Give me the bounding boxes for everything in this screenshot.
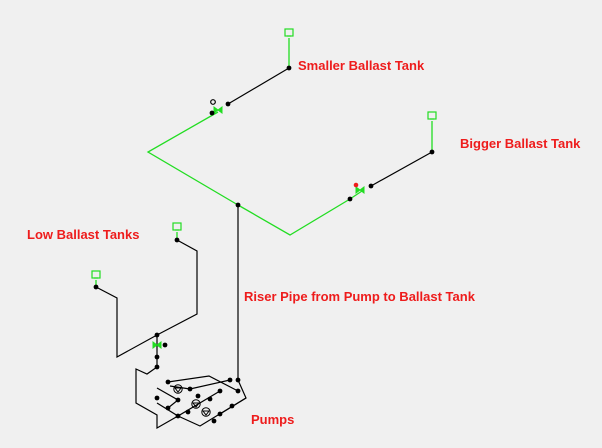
low-tank-left-pipe	[95, 286, 158, 359]
junction-node-icon	[195, 393, 201, 399]
pump-discharge-manifold	[219, 379, 247, 415]
junction-node-icon	[154, 332, 160, 338]
junction-node-icon	[187, 386, 193, 392]
junction-node-icon	[174, 237, 180, 243]
riser-to-smaller-tank-pipe	[146, 111, 239, 206]
inactive-pipe-network	[95, 67, 433, 430]
junction-node-icon	[235, 202, 241, 208]
valve-icon	[152, 341, 162, 349]
active-pipe-network	[95, 38, 433, 287]
valve-alarm-icon	[353, 182, 359, 188]
junction-node-icon	[217, 388, 223, 394]
junction-node-icon	[235, 377, 241, 383]
smaller-ballast-tank-label: Smaller Ballast Tank	[298, 58, 425, 73]
vent-group	[91, 28, 437, 279]
pump-frame-top-right	[167, 375, 239, 392]
junction-node-icon	[93, 284, 99, 290]
junction-node-icon	[154, 354, 160, 360]
junction-node-icon	[286, 65, 292, 71]
junction-node-icon	[175, 397, 181, 403]
valve-indicator-icon	[210, 99, 216, 105]
junction-node-icon	[235, 388, 241, 394]
junction-node-icon	[347, 196, 353, 202]
smaller-tank-pipe-segment	[227, 67, 290, 105]
valve-icon	[355, 186, 365, 194]
riser-to-bigger-tank-pipe	[237, 190, 363, 236]
bigger-ballast-tank-label: Bigger Ballast Tank	[460, 136, 581, 151]
junction-node-icon	[225, 101, 231, 107]
junction-node-icon	[368, 183, 374, 189]
pump-icon	[191, 399, 201, 409]
junction-node-icon	[209, 110, 215, 116]
vent-head-icon	[284, 28, 294, 37]
junction-node-icon	[207, 396, 213, 402]
low-ballast-tanks-label: Low Ballast Tanks	[27, 227, 140, 242]
valve-icon	[213, 106, 223, 114]
vent-head-icon	[172, 222, 182, 231]
junction-node-icon	[175, 413, 181, 419]
junction-node-icon	[154, 364, 160, 370]
node-group	[93, 65, 435, 424]
junction-node-icon	[429, 149, 435, 155]
pump-icon	[201, 407, 211, 417]
junction-node-icon	[185, 409, 191, 415]
junction-node-icon	[227, 377, 233, 383]
low-tank-right-pipe	[156, 239, 198, 336]
junction-node-icon	[229, 403, 235, 409]
pump-icon	[173, 384, 183, 394]
junction-node-icon	[165, 379, 171, 385]
junction-node-icon	[154, 395, 160, 401]
junction-node-icon	[217, 411, 223, 417]
junction-node-icon	[211, 418, 217, 424]
bigger-tank-pipe-segment	[370, 151, 433, 187]
junction-node-icon	[162, 342, 168, 348]
riser-pipe-label: Riser Pipe from Pump to Ballast Tank	[244, 289, 475, 304]
pump-suction-manifold	[135, 366, 179, 430]
pumps-label: Pumps	[251, 412, 295, 427]
vent-head-icon	[427, 111, 437, 120]
valve-group	[152, 99, 365, 349]
junction-node-icon	[165, 405, 171, 411]
pump-group	[173, 384, 211, 417]
vent-head-icon	[91, 270, 101, 279]
